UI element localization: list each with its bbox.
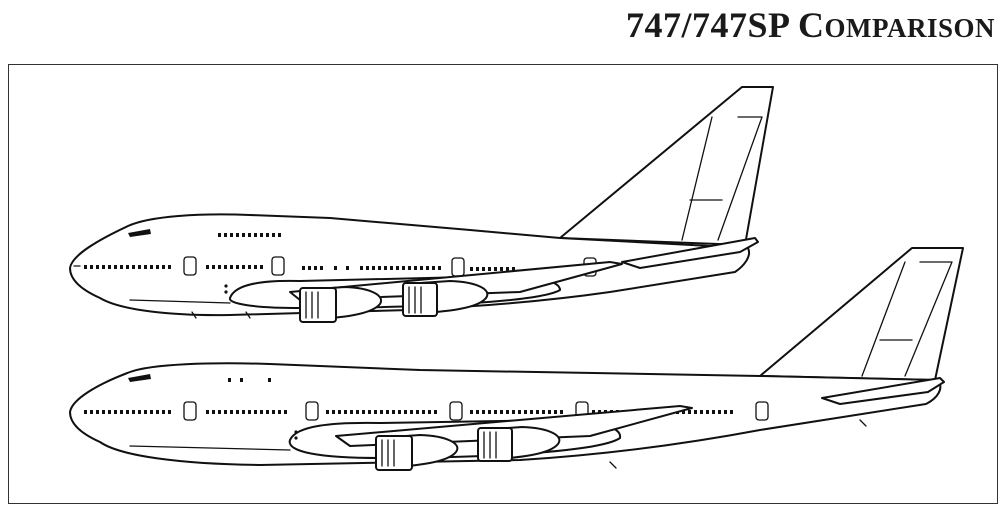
sp-port-dot (224, 290, 228, 294)
747-upper-deck-windows (228, 378, 271, 382)
aircraft-747 (69, 247, 964, 471)
sp-belly-line (129, 299, 231, 304)
747-fuselage (69, 362, 942, 466)
747-cockpit-window (128, 374, 151, 382)
747-horizontal-stabilizer (821, 377, 945, 405)
page-title: 747/747SP COMPARISON (626, 4, 995, 46)
title-small-caps-rest: OMPARISON (824, 13, 995, 43)
sp-nose-detail (73, 265, 251, 319)
title-main: 747/747SP (625, 5, 789, 45)
747-port-dot (294, 436, 298, 440)
747-belly-line (129, 445, 291, 451)
747-engine-outboard (477, 426, 561, 462)
title-small-caps-first: C (798, 5, 825, 45)
747-vertical-tail (759, 247, 964, 381)
sp-engine-inboard (299, 286, 383, 323)
747-port-dot (294, 430, 298, 434)
sp-upper-deck-windows (218, 233, 281, 237)
sp-horizontal-stabilizer (621, 237, 759, 269)
sp-engine-outboard (402, 280, 489, 317)
747-engine-inboard (375, 434, 459, 471)
aircraft-747sp (69, 86, 774, 323)
sp-cockpit-window (128, 229, 151, 237)
sp-main-deck-windows (84, 265, 515, 271)
747-tail-detail (609, 419, 867, 469)
747-rudder-line (861, 261, 953, 377)
sp-port-dot (224, 284, 228, 288)
sp-vertical-tail (559, 86, 774, 246)
drawing-frame (8, 64, 998, 504)
sp-rudder-line (681, 116, 763, 241)
